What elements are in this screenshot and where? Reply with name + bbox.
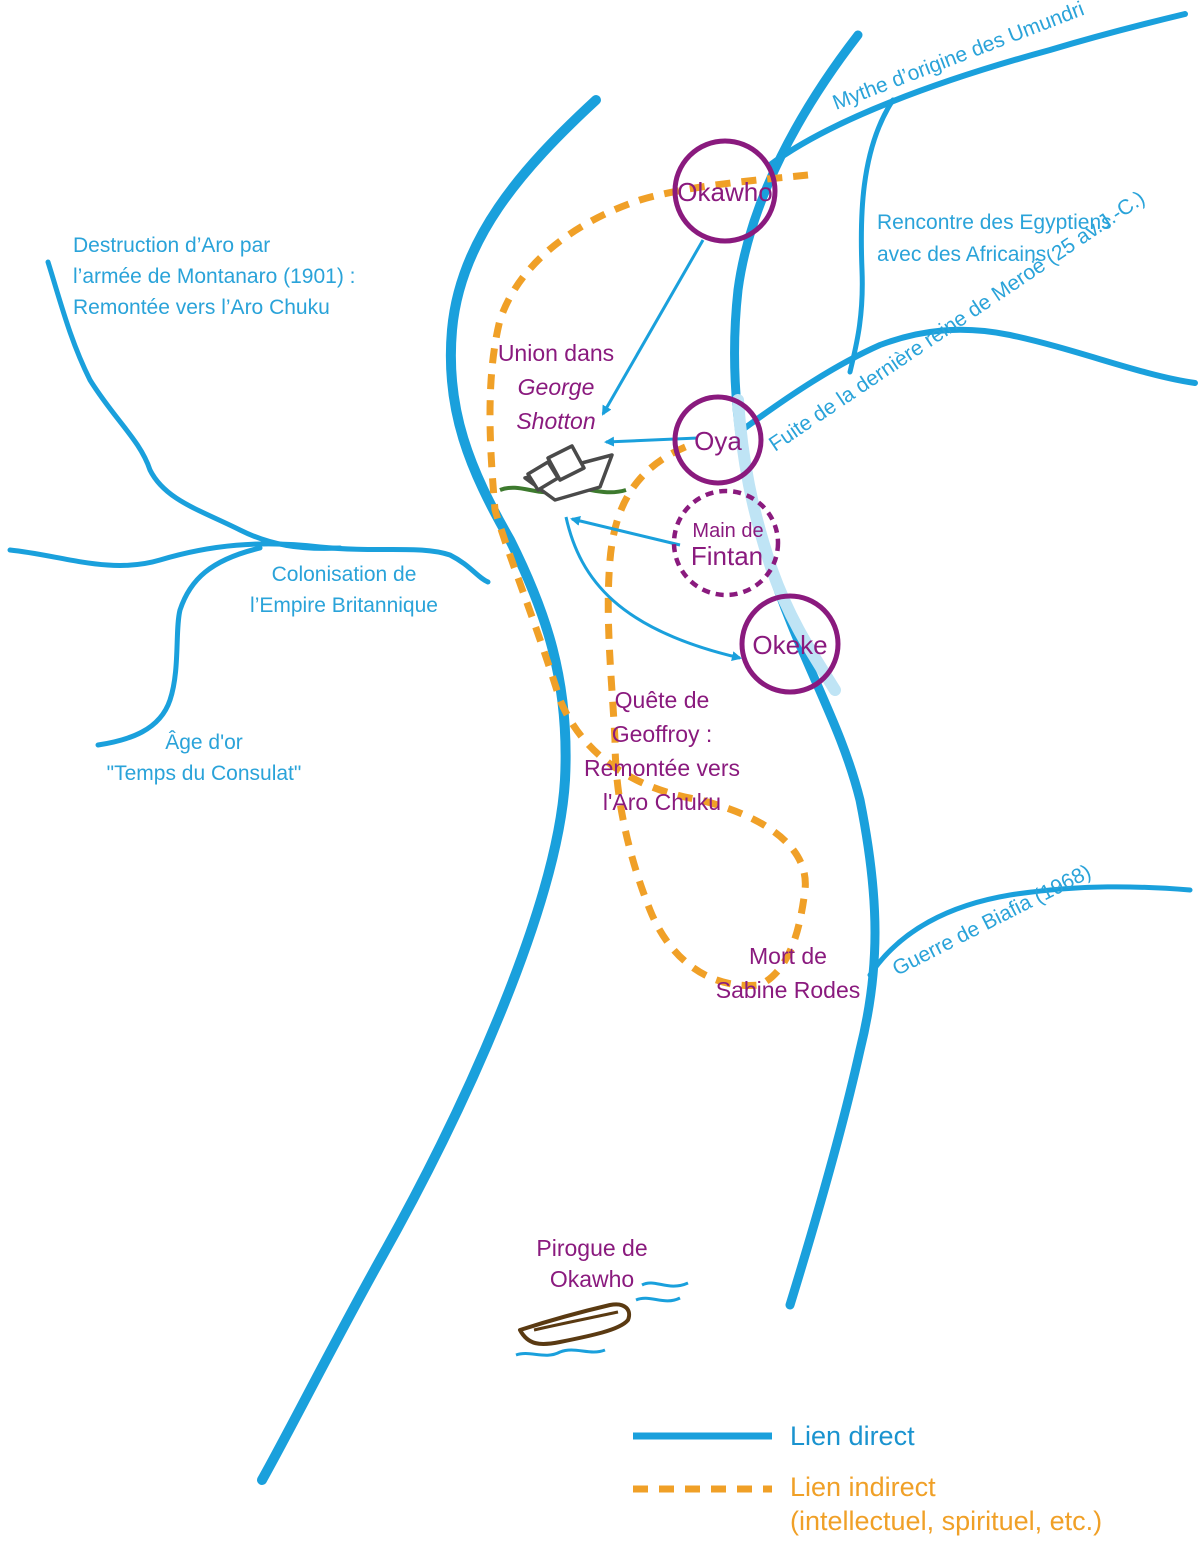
- label-union-1: Union dans: [498, 340, 614, 366]
- label-egyptiens-2: avec des Africains: [877, 243, 1046, 266]
- arrow-main-to-boat: [572, 519, 680, 545]
- node-okawho-label: Okawho: [677, 177, 772, 207]
- label-union-2: George: [518, 374, 595, 400]
- label-quete-4: l'Aro Chuku: [603, 789, 721, 815]
- label-umundri: Mythe d’origine des Umundri: [830, 0, 1088, 115]
- label-quete-3: Remontée vers: [584, 755, 740, 781]
- legend-direct-label: Lien direct: [790, 1421, 915, 1451]
- label-mort-2: Sabine Rodes: [716, 977, 861, 1003]
- arrow-okawho-to-union: [603, 240, 703, 414]
- label-aro-3: Remontée vers l’Aro Chuku: [73, 296, 330, 319]
- label-aro-1: Destruction d’Aro par: [73, 234, 270, 257]
- label-mort-1: Mort de: [749, 943, 827, 969]
- legend-indirect-detail: (intellectuel, spirituel, etc.): [790, 1506, 1102, 1536]
- tributary-egyptiens: [850, 100, 893, 372]
- tributary-age-or: [98, 548, 260, 745]
- legend-indirect-label: Lien indirect: [790, 1472, 936, 1502]
- legend: Lien direct Lien indirect (intellectuel,…: [633, 1421, 1102, 1536]
- label-quete-2: Geoffroy :: [612, 721, 713, 747]
- label-quete-1: Quête de: [615, 687, 710, 713]
- label-pirogue-2: Okawho: [550, 1266, 634, 1292]
- pirogue-icon: [516, 1283, 688, 1355]
- label-age-or-2: "Temps du Consulat": [107, 762, 302, 785]
- label-union-3: Shotton: [516, 408, 595, 434]
- node-main-label-2: Fintan: [691, 541, 763, 571]
- node-okeke-label: Okeke: [752, 630, 827, 660]
- label-colonisation-2: l’Empire Britannique: [250, 594, 438, 617]
- node-oya-label: Oya: [694, 426, 742, 456]
- node-main-label-1: Main de: [692, 520, 763, 542]
- label-pirogue-1: Pirogue de: [536, 1235, 647, 1261]
- label-colonisation-1: Colonisation de: [272, 563, 417, 586]
- label-age-or-1: Âge d'or: [165, 731, 243, 754]
- boat-icon: [500, 446, 626, 500]
- label-aro-2: l’armée de Montanaro (1901) :: [73, 265, 356, 288]
- label-biafra: Guerre de Biafia (1968): [889, 860, 1095, 980]
